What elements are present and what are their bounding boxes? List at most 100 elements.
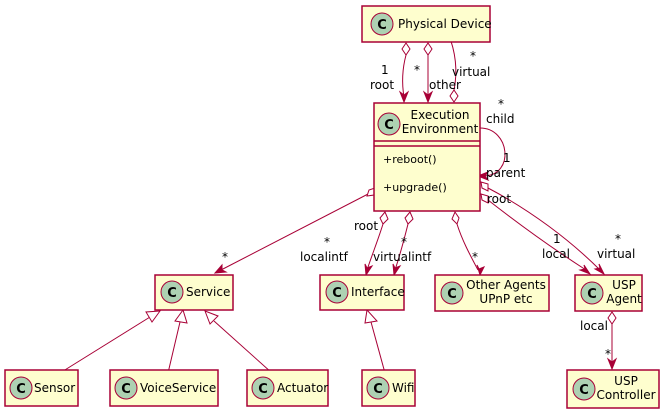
arrowhead [422, 90, 434, 104]
edge-wifi-interface [364, 308, 386, 374]
class-usp-controller[interactable]: C USP Controller [566, 369, 660, 409]
class-name-line-1: USP [614, 374, 638, 388]
label-other-agents-mult: * [472, 250, 478, 264]
edge-ee-self [476, 127, 506, 182]
class-stereotype-letter: C [377, 18, 387, 33]
class-name-line-2: Agent [606, 292, 642, 306]
class-stereotype-icon [377, 112, 401, 136]
label-intf-root: root [354, 219, 378, 233]
class-stereotype-icon [114, 376, 138, 400]
class-stereotype-letter: C [16, 382, 26, 397]
class-stereotype-letter: C [167, 286, 177, 301]
class-stereotype-icon [580, 281, 604, 305]
label-usp-local-mult: 1 [553, 232, 561, 246]
class-service[interactable]: C Service [154, 274, 234, 311]
class-other-agents[interactable]: C Other Agents UPnP etc [434, 274, 550, 312]
arrowhead [593, 263, 606, 276]
class-name-line-2: Controller [596, 388, 655, 402]
edge-ee-usp-local [480, 193, 592, 276]
label-parent-mult: 1 [503, 151, 511, 165]
class-stereotype-icon [440, 281, 464, 305]
aggregation-diamond [480, 181, 489, 192]
edge-ee-other-agents [451, 210, 486, 277]
class-name: Sensor [34, 381, 75, 395]
class-execution-environment[interactable]: C Execution Environment +reboot() +upgra… [373, 102, 481, 212]
class-name: Physical Device [398, 17, 492, 31]
inheritance-triangle [204, 310, 219, 325]
label-child-mult: * [498, 97, 504, 111]
label-localintf-mult: * [324, 235, 330, 249]
arrowhead [364, 263, 374, 277]
label-pd-root-mult: 1 [381, 63, 389, 77]
inheritance-triangle [364, 308, 378, 324]
class-usp-agent[interactable]: C USP Agent [574, 274, 643, 312]
class-wifi[interactable]: C Wifi [361, 369, 416, 407]
class-name-line-2: Environment [402, 122, 479, 136]
arrowhead [606, 357, 618, 371]
edge-ee-localintf [364, 211, 389, 277]
label-usp-virtual-mult: * [615, 232, 621, 246]
label-pd-other-role: other [429, 78, 461, 92]
inheritance-triangle [174, 308, 188, 324]
aggregation-diamond [480, 193, 489, 204]
label-virtual-mult: * [470, 49, 476, 63]
class-name-line-1: Execution [411, 108, 470, 122]
label-virtual-role: virtual [452, 65, 490, 79]
class-stereotype-letter: C [373, 382, 383, 397]
class-name: Actuator [277, 381, 328, 395]
class-stereotype-letter: C [121, 382, 131, 397]
class-actuator[interactable]: C Actuator [246, 369, 329, 407]
class-stereotype-letter: C [447, 287, 457, 302]
label-usp-local-role: local [542, 247, 570, 261]
arrowhead [476, 170, 490, 182]
class-stereotype-letter: C [384, 118, 394, 133]
class-physical-device[interactable]: C Physical Device [361, 5, 492, 43]
inheritance-triangle [145, 310, 162, 323]
label-usp-virtual-role: virtual [597, 247, 635, 261]
label-child-role: child [486, 112, 515, 126]
class-stereotype-icon [160, 280, 184, 304]
edge-ee-service [213, 187, 376, 274]
class-name: Interface [351, 285, 405, 299]
edge-pd-other [422, 42, 434, 104]
class-interface[interactable]: C Interface [319, 274, 405, 311]
edge-actuator-service [204, 310, 273, 374]
method-reboot: +reboot() [383, 153, 437, 166]
class-sensor[interactable]: C Sensor [4, 369, 79, 407]
class-name: Wifi [392, 381, 415, 395]
class-stereotype-icon [9, 376, 33, 400]
class-name: Service [186, 285, 230, 299]
arrowhead [392, 263, 402, 277]
label-pd-other-mult: * [414, 63, 420, 77]
class-stereotype-letter: C [332, 286, 342, 301]
label-usp-root: root [487, 192, 511, 206]
class-name: VoiceService [140, 381, 216, 395]
edge-ee-virtualintf [392, 211, 414, 277]
label-virtualintf-mult: * [401, 235, 407, 249]
class-stereotype-letter: C [579, 383, 589, 398]
class-name-line-2: UPnP etc [479, 292, 532, 306]
edge-agent-controller [606, 311, 618, 371]
edge-pd-root [398, 42, 411, 104]
aggregation-diamond [423, 42, 433, 56]
aggregation-diamond [404, 211, 414, 225]
class-stereotype-icon [370, 12, 394, 36]
class-stereotype-icon [251, 376, 275, 400]
arrowhead [213, 263, 228, 274]
class-name-line-1: Other Agents [466, 278, 546, 292]
aggregation-diamond [451, 210, 460, 225]
class-voice-service[interactable]: C VoiceService [109, 369, 219, 407]
label-controller-role: local [580, 319, 608, 333]
class-stereotype-icon [366, 376, 390, 400]
aggregation-diamond [401, 42, 411, 56]
label-parent-role: parent [486, 166, 526, 180]
class-stereotype-icon [325, 280, 349, 304]
class-stereotype-letter: C [587, 287, 597, 302]
edge-voiceservice-service [167, 308, 188, 374]
arrowhead [398, 90, 410, 104]
aggregation-diamond [607, 311, 617, 325]
label-localintf-role: localintf [300, 250, 349, 264]
aggregation-diamond [449, 89, 459, 103]
label-virtualintf-role: virtualintf [373, 250, 432, 264]
